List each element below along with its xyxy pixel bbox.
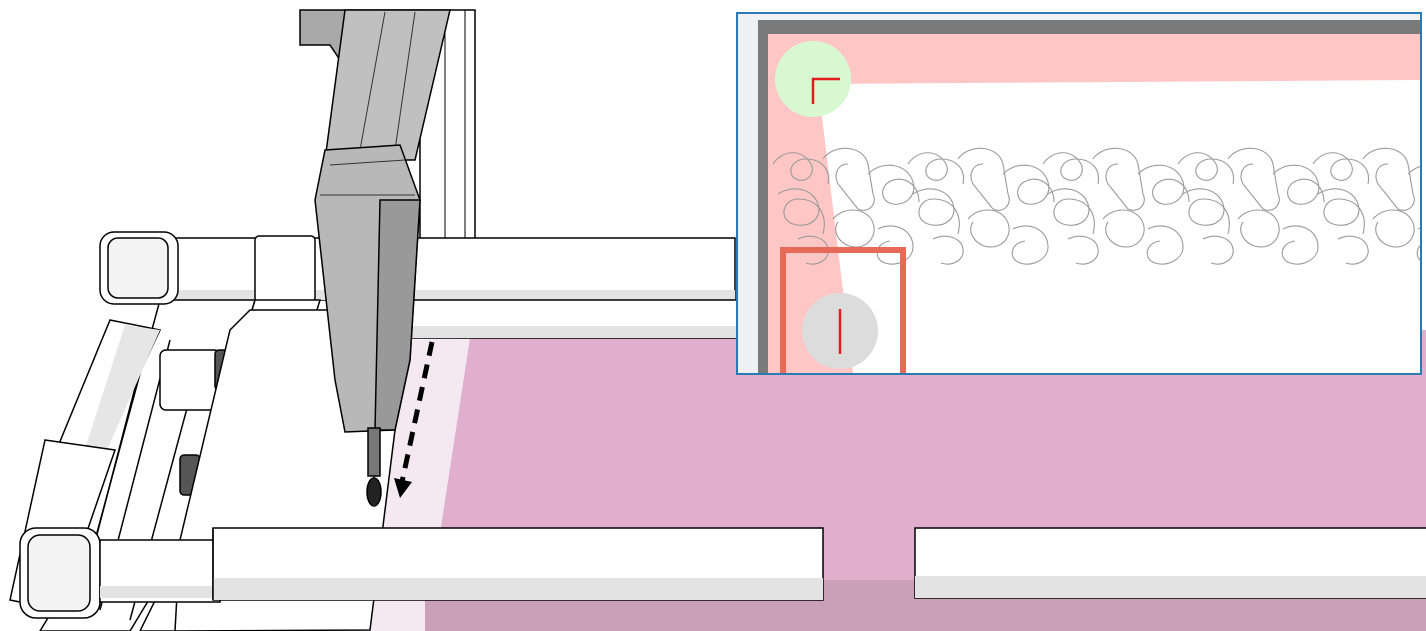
zoom-inset-panel (736, 12, 1422, 375)
front-rail-right (915, 528, 1426, 598)
middle-rail (400, 300, 740, 338)
zoom-inset-drawing (738, 14, 1420, 373)
line-end-marker-icon (802, 293, 878, 369)
back-rail (175, 236, 735, 302)
corner-start-marker-icon (775, 41, 851, 117)
